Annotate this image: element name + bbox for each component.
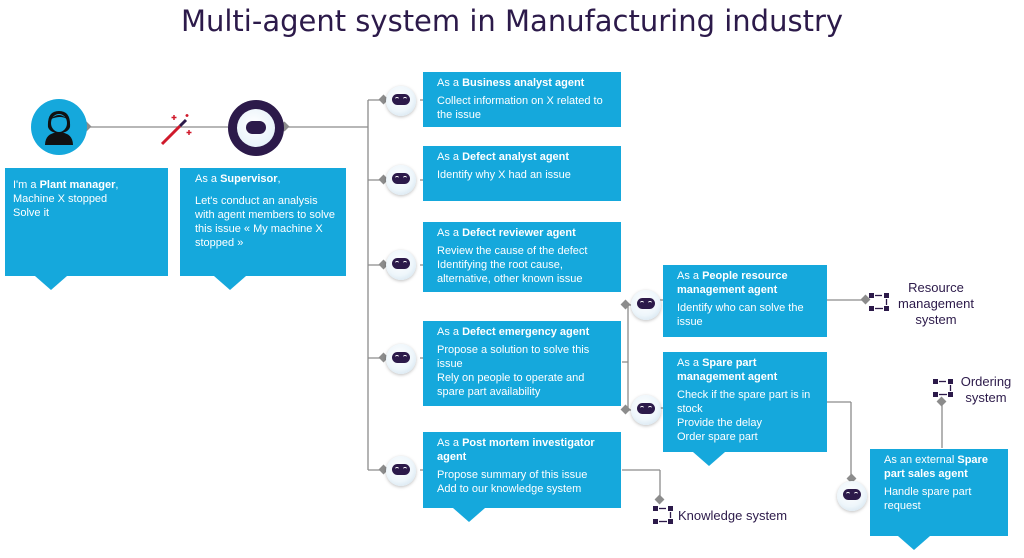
plant-manager-box: I'm a Plant manager, Machine X stopped S… <box>5 168 168 290</box>
people-resource-management-agent-box: As a People resource management agent Id… <box>663 265 827 337</box>
supervisor-box: As a Supervisor, Let's conduct an analys… <box>180 168 346 290</box>
robot-agent-icon <box>631 290 661 320</box>
plant-manager-avatar-icon <box>31 99 87 155</box>
supervisor-robot-icon <box>228 100 284 156</box>
post-mortem-investigator-agent-box: As a Post mortem investigator agent Prop… <box>423 432 621 522</box>
workflow-system-icon <box>653 506 673 524</box>
workflow-system-icon <box>869 293 889 311</box>
defect-emergency-agent-box: As a Defect emergency agent Propose a so… <box>423 321 621 406</box>
magic-wand-icon <box>160 114 192 146</box>
diagram-title: Multi-agent system in Manufacturing indu… <box>180 4 844 38</box>
robot-agent-icon <box>386 250 416 280</box>
defect-analyst-agent-box: As a Defect analyst agent Identify why X… <box>423 146 621 201</box>
business-analyst-agent-box: As a Business analyst agent Collect info… <box>423 72 621 127</box>
defect-reviewer-agent-box: As a Defect reviewer agent Review the ca… <box>423 222 621 292</box>
robot-agent-icon <box>386 86 416 116</box>
robot-agent-icon <box>386 165 416 195</box>
knowledge-system-label: Knowledge system <box>678 508 788 523</box>
spare-part-sales-agent-box: As an external Spare part sales agent Ha… <box>870 449 1008 550</box>
robot-agent-icon <box>386 344 416 374</box>
robot-agent-icon <box>386 456 416 486</box>
robot-agent-icon <box>631 395 661 425</box>
robot-agent-icon <box>837 481 867 511</box>
spare-part-management-agent-box: As a Spare part management agent Check i… <box>663 352 827 466</box>
resource-management-system-label: Resource management system <box>898 280 974 327</box>
ordering-system-label: Ordering system <box>960 374 1012 405</box>
workflow-system-icon <box>933 379 953 397</box>
